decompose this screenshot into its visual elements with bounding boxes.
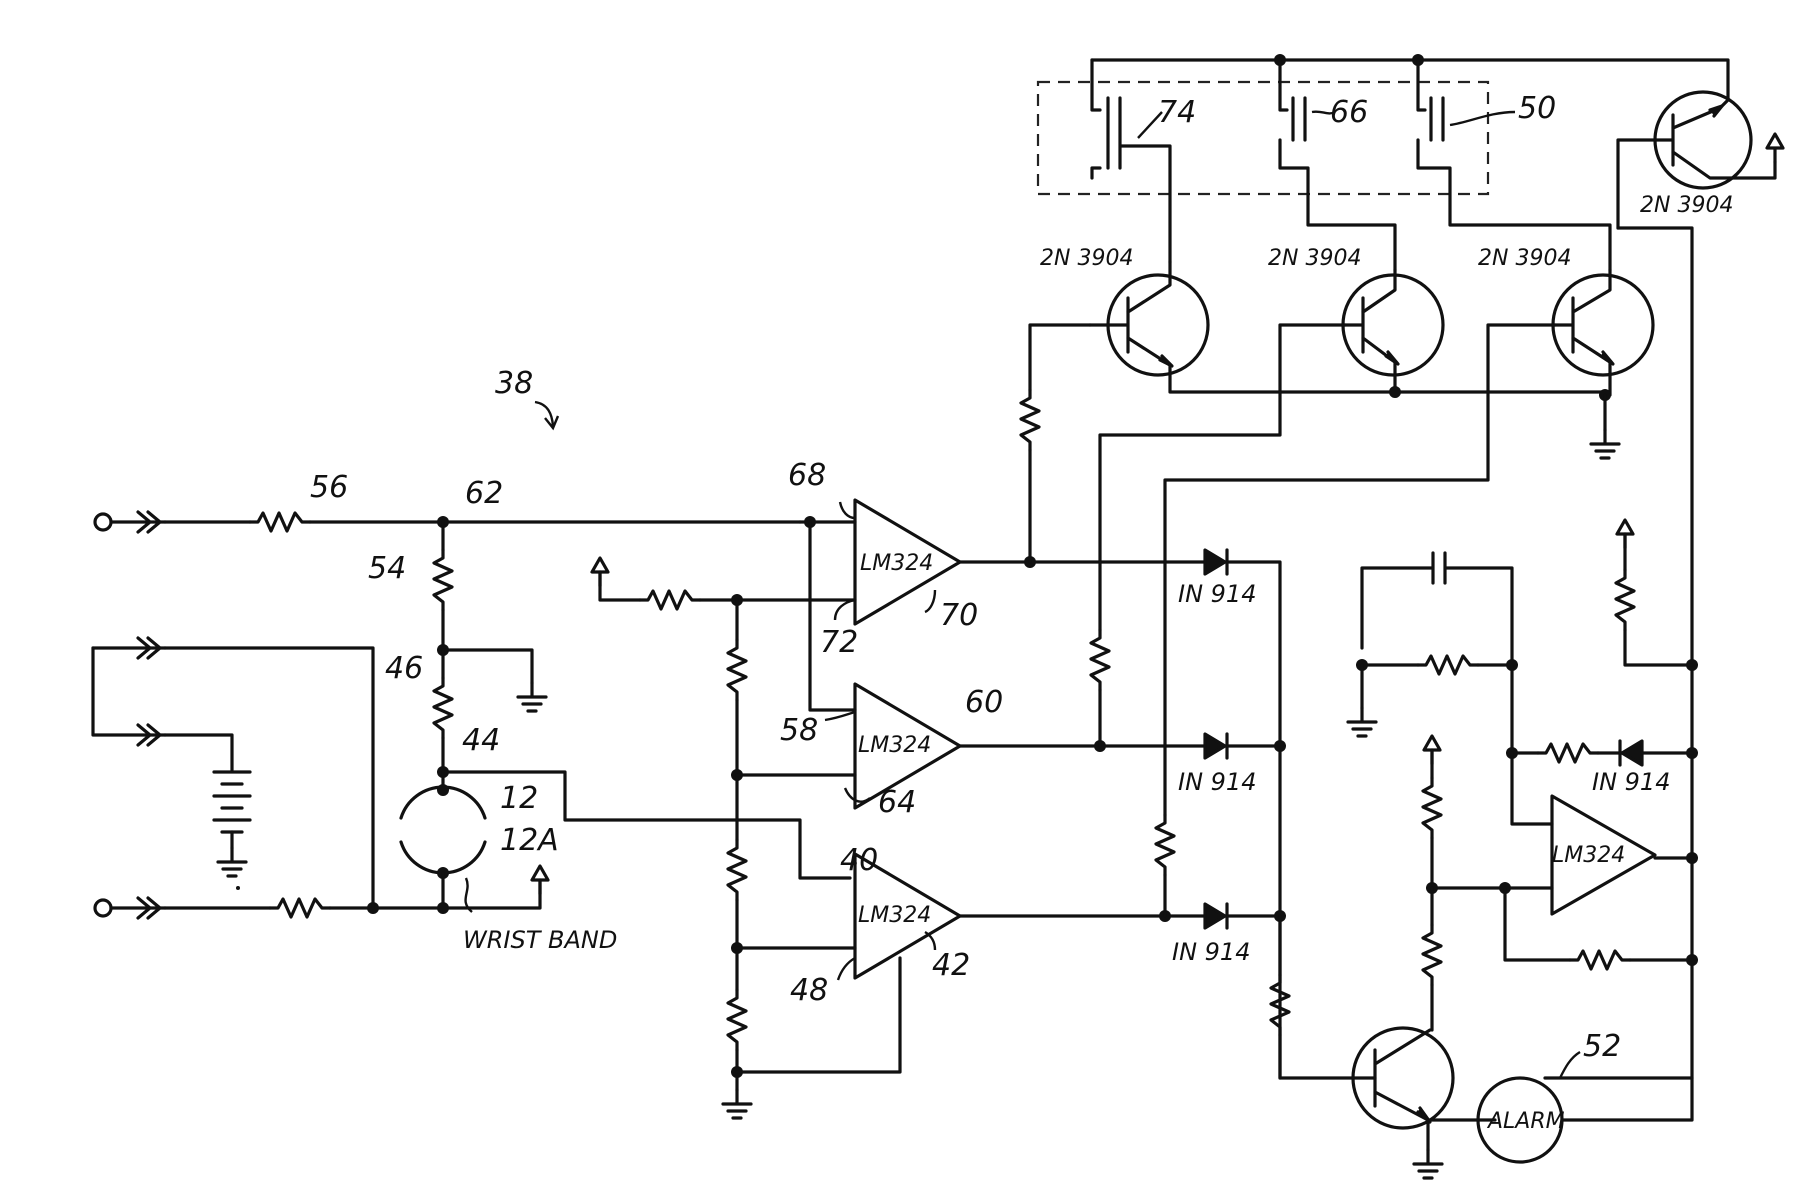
label-sensor12: 12 [500,781,538,816]
opamp-right-part: LM324 [1552,843,1625,868]
label-node44: 44 [462,723,500,758]
label-ref64: 64 [878,785,916,820]
label-node62: 62 [465,476,503,511]
label-ref40: 40 [840,843,878,878]
transistor-3-part: 2N 3904 [1478,246,1571,271]
transistor-2-part: 2N 3904 [1268,246,1361,271]
alarm-52: ALARM [1478,1078,1692,1162]
opamp-60-part: LM324 [858,733,931,758]
input-terminal-top [95,514,111,530]
battery [165,735,250,876]
label-ref68: 68 [788,458,826,493]
label-ref48: 48 [790,973,828,1008]
label-wrist-band: WRIST BAND [463,926,617,954]
diode-4-part: IN 914 [1592,768,1670,796]
label-ref72: 72 [820,625,858,660]
diode-3 [1205,904,1227,928]
diode-4 [1620,741,1642,765]
diode-1 [1205,550,1227,574]
wrist-band-sensor [401,772,485,912]
alarm-label: ALARM [1486,1109,1565,1134]
label-r46: 46 [385,651,423,686]
opamp-bank: LM324 68 72 70 LM324 58 60 64 LM324 40 [592,458,1003,1118]
transistor-3: 2N 3904 [1478,246,1653,375]
transistor-1-part: 2N 3904 [1040,246,1133,271]
transistor-2: 2N 3904 [1268,246,1443,375]
transistor-alarm [1353,1028,1495,1178]
label-ref74: 74 [1158,95,1196,130]
label-ref58: 58 [780,713,818,748]
label-ref52: 52 [1583,1029,1621,1064]
transistor-4: 2N 3904 [1618,92,1783,665]
label-sensor12a: 12A [500,823,559,858]
label-ref50: 50 [1518,91,1556,126]
label-ref70: 70 [940,598,978,633]
transistor-4-part: 2N 3904 [1640,193,1733,218]
label-r56: 56 [310,470,348,505]
switch-box-50 [1038,54,1728,270]
alarm-section: IN 914 LM324 [1348,520,1698,1178]
opamp-60: LM324 [737,684,960,808]
diode-2-part: IN 914 [1178,768,1256,796]
input-terminal-bottom [95,900,111,916]
label-ref60: 60 [965,685,1003,720]
transistor-row: 2N 3904 2N 3904 2N 3904 [1040,246,1653,458]
label-r54: 54 [368,551,406,586]
opamp-70-part: LM324 [860,551,933,576]
label-circuit-38: 38 [495,366,533,401]
diode-1-part: IN 914 [1178,580,1256,608]
transistor-1: 2N 3904 [1040,246,1208,375]
diode-2 [1205,734,1227,758]
diode-section: IN 914 IN 914 IN 914 [960,325,1555,1078]
diode-3-part: IN 914 [1172,938,1250,966]
label-ref42: 42 [932,948,970,983]
opamp-70: LM324 [800,500,960,710]
opamp-42-part: LM324 [858,903,931,928]
label-ref66: 66 [1330,95,1368,130]
